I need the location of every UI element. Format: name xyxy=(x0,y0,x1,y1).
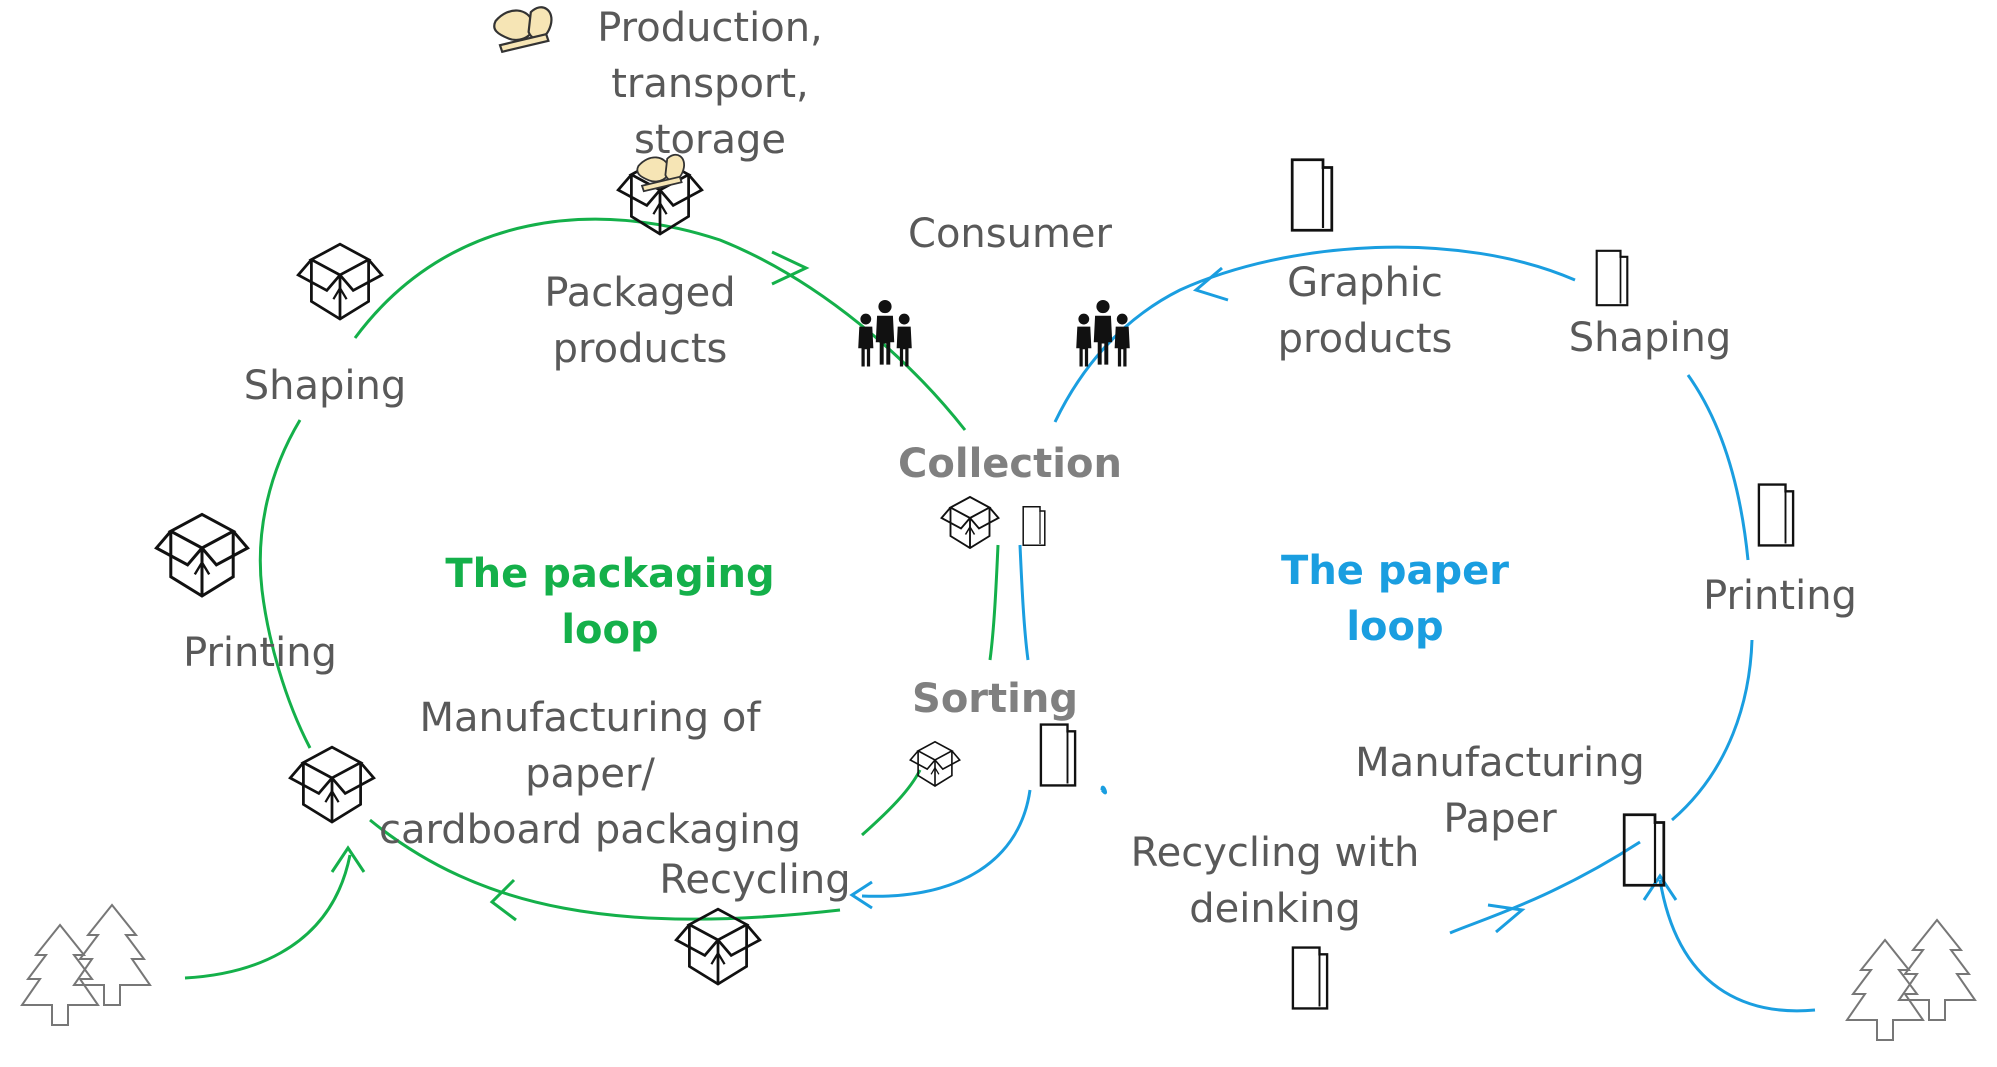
label-shaping-right: Shaping xyxy=(1568,315,1732,361)
label-consumer: Consumer xyxy=(908,211,1112,257)
paper-sheet-icon xyxy=(1022,506,1046,546)
people-icon xyxy=(1076,300,1130,367)
paper-loop-circle xyxy=(861,245,1816,1013)
label-recycling-deinking: Recycling with deinking xyxy=(1130,830,1420,932)
paper-sheet-icon xyxy=(1290,158,1334,232)
label-printing-right: Printing xyxy=(1703,573,1857,619)
people-icon xyxy=(858,300,912,367)
box-icon xyxy=(909,740,961,787)
paper-sheet-icon xyxy=(1039,723,1077,787)
label-packaged-products: Packaged products xyxy=(544,270,736,372)
label-manufacturing-packaging: Manufacturing of paper/ cardboard packag… xyxy=(379,695,801,853)
label-production: Production, transport, storage xyxy=(597,5,823,163)
paper-sheet-icon xyxy=(1757,483,1795,547)
arrow-icon xyxy=(489,878,517,922)
label-manufacturing-paper: Manufacturing Paper xyxy=(1355,740,1645,842)
arrow-icon xyxy=(849,880,873,910)
tree-icon xyxy=(22,905,150,1025)
box-icon xyxy=(940,496,1000,549)
box-icon xyxy=(154,512,250,598)
label-recycling: Recycling xyxy=(659,857,851,903)
arrow-icon xyxy=(1642,873,1678,901)
label-collection: Collection xyxy=(898,441,1122,487)
arrow-icon xyxy=(771,250,810,286)
packaging-loop-circle xyxy=(184,217,1000,980)
label-sorting: Sorting xyxy=(912,676,1078,722)
arrow-icon xyxy=(1192,266,1229,302)
label-graphic-products: Graphic products xyxy=(1277,260,1453,362)
label-shaping-left: Shaping xyxy=(243,363,407,409)
label-printing-left: Printing xyxy=(183,630,337,676)
label-paper-loop: The paper loop xyxy=(1281,548,1509,650)
arrow-icon xyxy=(330,845,366,873)
arrow-icon xyxy=(1487,903,1526,934)
paper-sheet-icon xyxy=(1291,946,1329,1010)
paper-sheet-icon xyxy=(1595,249,1629,307)
label-packaging-loop: The packaging loop xyxy=(445,551,775,653)
box-icon xyxy=(296,242,384,321)
tree-icon xyxy=(1847,920,1975,1040)
